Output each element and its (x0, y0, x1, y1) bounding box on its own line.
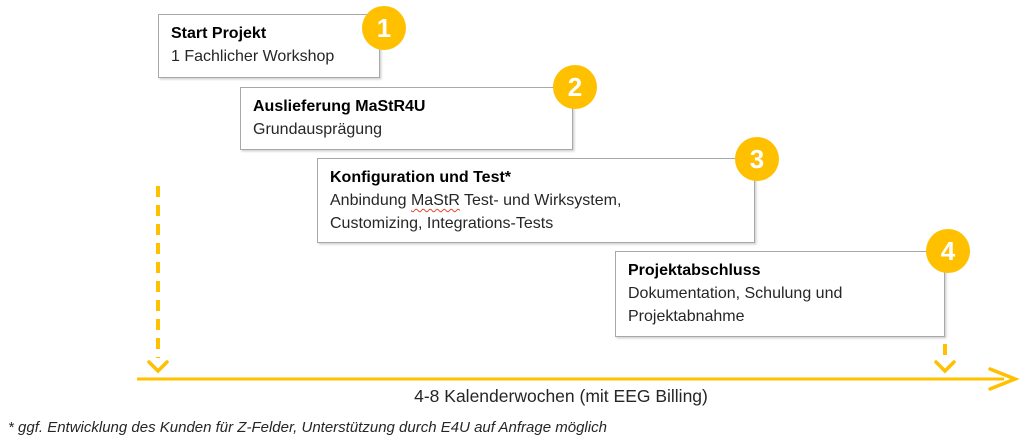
milestone-title: Auslieferung MaStR4U (253, 98, 426, 115)
milestone-number-badge-3: 3 (735, 137, 779, 181)
milestone-description: Projektabnahme (628, 308, 745, 325)
milestone-box-konfiguration: Konfiguration und Test* Anbindung MaStR … (317, 158, 755, 243)
timeline-arrowhead-right-icon (988, 367, 1020, 391)
timeline-duration-label: 4-8 Kalenderwochen (mit EEG Billing) (414, 386, 708, 406)
milestone-title: Projektabschluss (628, 262, 761, 279)
footnote-text: * ggf. Entwicklung des Kunden für Z-Feld… (8, 419, 607, 436)
description-text: Test- und Wirksystem, (459, 192, 622, 209)
milestone-description: Anbindung MaStR Test- und Wirksystem, (330, 189, 742, 212)
description-text: Anbindung (330, 192, 411, 209)
milestone-title: Konfiguration und Test* (330, 169, 512, 186)
milestone-box-start-projekt: Start Projekt 1 Fachlicher Workshop (158, 14, 380, 78)
milestone-title: Start Projekt (171, 25, 267, 42)
milestone-number-badge-2: 2 (553, 65, 597, 109)
milestone-box-auslieferung: Auslieferung MaStR4U Grundausprägung (240, 87, 573, 150)
milestone-number: 2 (567, 71, 583, 102)
milestone-number-badge-4: 4 (926, 229, 970, 273)
milestone-box-projektabschluss: Projektabschluss Dokumentation, Schulung… (615, 251, 945, 337)
milestone-description: 1 Fachlicher Workshop (171, 48, 335, 65)
spellcheck-underlined-word: MaStR (410, 192, 460, 209)
right-dashed-arrowhead-icon (934, 360, 956, 374)
milestone-number: 4 (940, 235, 956, 266)
left-dashed-arrowhead-icon (147, 360, 169, 374)
milestone-description: Customizing, Integrations-Tests (330, 215, 554, 232)
milestone-number: 1 (376, 12, 392, 43)
milestone-description: Grundausprägung (253, 121, 382, 138)
milestone-description: Dokumentation, Schulung und (628, 285, 843, 302)
milestone-number: 3 (749, 143, 765, 174)
milestone-number-badge-1: 1 (362, 6, 406, 50)
